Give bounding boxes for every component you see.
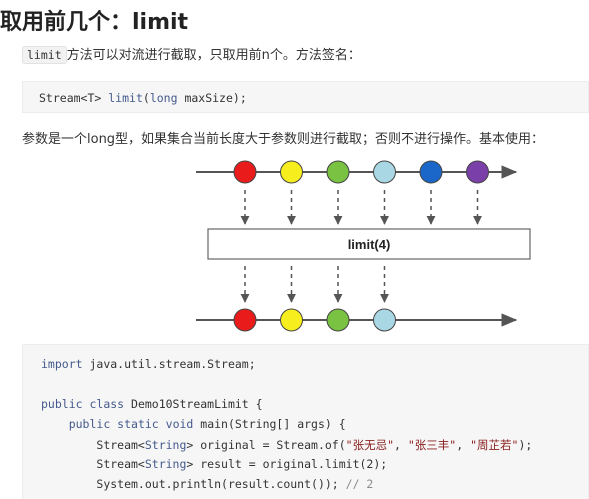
indent [41,417,69,431]
limit-marble-diagram: limit(4) [196,160,531,332]
operator-label: limit(4) [348,237,391,252]
output-arrows [240,266,389,303]
output-marble [233,308,257,332]
input-marble [373,160,396,184]
code-line-7: } [41,497,76,499]
sig-prefix: Stream<T> [39,91,109,105]
kw-static: static [110,417,159,431]
indent [41,477,96,491]
input-marble [233,160,257,184]
code-text: Demo10StreamLimit { [124,397,263,411]
kw-class: class [82,397,125,411]
code-line-2: public class Demo10StreamLimit { [41,397,263,411]
kw-public: public [68,417,111,431]
kw-import: import [41,357,83,371]
signature-code-block: Stream<T> limit(long maxSize); [22,81,589,113]
code-line-6: System.out.println(result.count()); // 2 [41,477,373,491]
code-text: , [456,438,471,452]
code-text: Stream< [96,457,145,471]
indent [41,438,96,452]
sig-open: ( [142,91,150,105]
code-text: System.out.println(result.count()); [96,477,346,491]
code-text: > original = Stream.of( [186,438,346,452]
output-marble [326,308,350,332]
input-marbles [233,160,489,184]
code-text: Stream< [96,438,145,452]
input-marble [326,160,350,184]
code-text: > result = original.limit(2); [186,457,388,471]
inline-code-limit: limit [22,46,67,64]
string-literal: "张三丰" [407,438,457,452]
indent [41,457,96,471]
output-marble [280,308,303,332]
string-literal: "周芷若" [470,438,519,452]
sig-method: limit [108,91,143,105]
sig-type: long [149,91,178,105]
kw-void: void [158,417,194,431]
input-arrows [240,190,482,225]
example-code-block: import java.util.stream.Stream; public c… [22,344,589,499]
code-text: ); [518,438,533,452]
type-string: String [144,457,187,471]
code-line-1: import java.util.stream.Stream; [41,357,256,371]
code-text: , [394,438,408,452]
input-marble [419,160,443,184]
code-text: java.util.stream.Stream; [82,357,256,371]
output-marbles [233,308,396,332]
kw-public: public [41,397,83,411]
code-comment: // 2 [345,477,374,491]
type-string: String [144,438,187,452]
input-marble [466,160,489,184]
input-marble [280,160,303,184]
signature-line: Stream<T> limit(long maxSize); [23,82,588,114]
limit-operator-box [207,228,531,260]
intro-text: 方法可以对流进行截取，只取用前n个。方法签名： [66,48,361,63]
page-title: 取用前几个：limit [0,10,189,35]
sig-rest: maxSize); [177,91,247,105]
code-line-4: Stream<String> original = Stream.of("张无忌… [41,437,532,453]
code-text: main(String[] args) { [193,417,346,431]
code-line-5: Stream<String> result = original.limit(2… [41,457,387,471]
output-marble [373,308,396,332]
string-literal: "张无忌" [345,438,395,452]
code-text: } [69,497,76,499]
code-line-3: public static void main(String[] args) { [41,417,346,431]
description-paragraph: 参数是一个long型，如果集合当前长度大于参数则进行截取；否则不进行操作。基本使… [22,132,545,147]
